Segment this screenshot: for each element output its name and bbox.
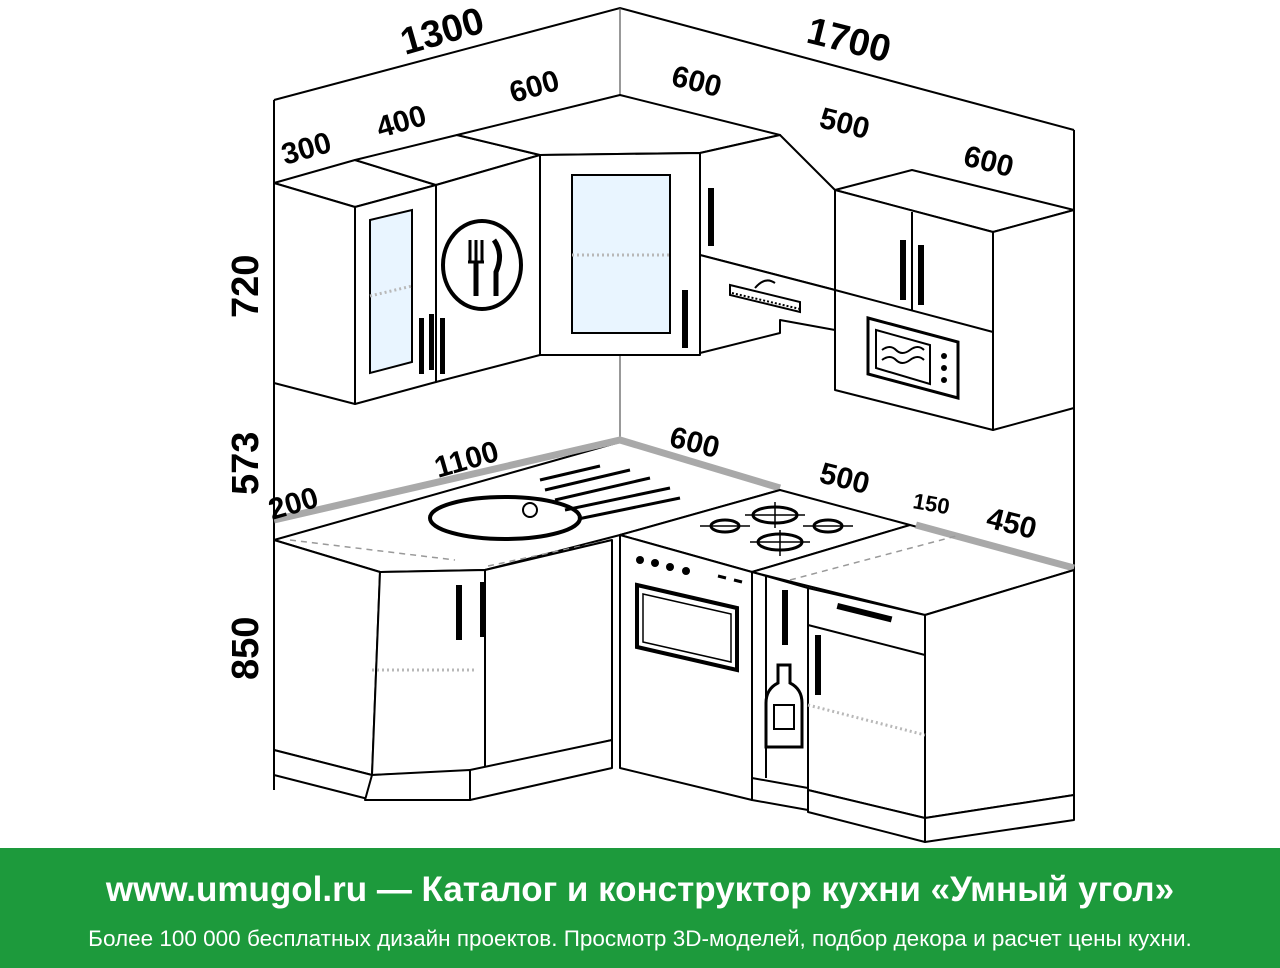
dim-height-base: 850 [225, 617, 267, 680]
footer-subtitle: Более 100 000 бесплатных дизайн проектов… [88, 926, 1192, 951]
oven-icon [635, 556, 743, 673]
range-hood-icon [729, 279, 801, 314]
dim-base-500: 500 [816, 457, 873, 501]
base-corner-cabinet [273, 539, 613, 801]
dim-base-150: 150 [911, 488, 952, 519]
kitchen-drawing: 1300 1700 300 400 600 600 500 600 720 57… [225, 0, 1075, 843]
footer-title[interactable]: www.umugol.ru — Каталог и конструктор ку… [105, 870, 1175, 909]
upper-cabinet-right [834, 169, 1075, 431]
sink-icon [428, 495, 582, 541]
base-bottle-cabinet [751, 571, 809, 811]
dim-upper-500: 500 [816, 102, 873, 146]
dim-upper-600-far: 600 [960, 140, 1017, 184]
countertop-hob [619, 489, 911, 573]
dim-height-gap: 573 [225, 432, 267, 495]
upper-corner-cabinet [456, 94, 781, 356]
upper-cabinet-plate [354, 134, 541, 383]
dim-height-upper: 720 [225, 255, 267, 318]
microwave-icon [866, 316, 960, 400]
dim-upper-300: 300 [278, 126, 335, 172]
dim-top-right-total: 1700 [803, 10, 895, 71]
base-oven-cabinet [619, 534, 753, 801]
upper-cabinet-left [273, 159, 437, 405]
bottle-icon [764, 663, 804, 749]
dim-upper-400: 400 [373, 99, 430, 145]
dim-base-450: 450 [983, 502, 1040, 546]
dim-upper-600-left: 600 [506, 64, 563, 110]
base-drawer-cabinet [807, 569, 1075, 843]
upper-cabinet-hood [699, 134, 836, 354]
dim-upper-600-right: 600 [668, 60, 725, 104]
gas-hob-icon [700, 502, 853, 556]
dim-top-left-total: 1300 [396, 0, 489, 64]
fork-knife-plate-icon [441, 219, 523, 311]
footer-banner: www.umugol.ru — Каталог и конструктор ку… [0, 848, 1280, 968]
